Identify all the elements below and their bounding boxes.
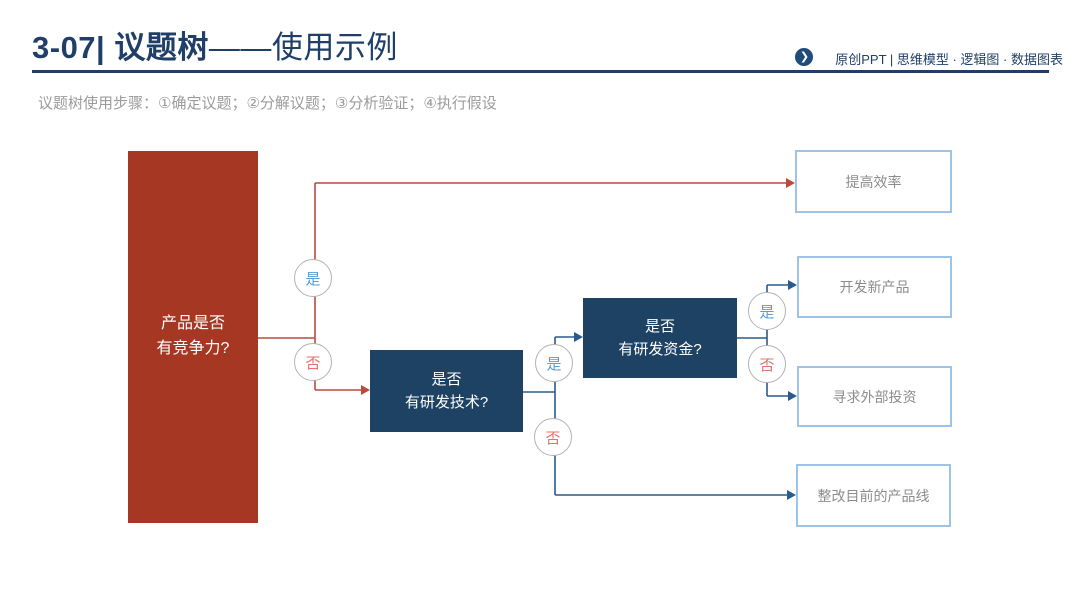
no-label: 否 — [305, 354, 321, 372]
branch-label-no-tech: 否 — [534, 418, 572, 456]
branch-label-yes-fund: 是 — [748, 292, 786, 330]
no-label: 否 — [759, 356, 775, 374]
outcome-seek-external-investment-label: 寻求外部投资 — [832, 388, 917, 405]
page-title: 3-07| 议题树——使用示例 — [32, 22, 398, 67]
brand-text: 原创PPT | 思维模型 · 逻辑图 · 数据图表 — [835, 52, 1063, 67]
root-question-node: 产品是否 有竞争力? — [128, 151, 258, 523]
yes-label: 是 — [759, 303, 775, 321]
branch-label-yes-tech: 是 — [535, 344, 573, 382]
root-question-line2: 有竞争力? — [156, 340, 230, 357]
yes-label: 是 — [546, 355, 562, 373]
decision-fund-line2: 有研发资金? — [618, 341, 702, 358]
outcome-improve-efficiency-label: 提高效率 — [845, 173, 902, 190]
outcome-node-develop-new-product: 开发新产品 — [797, 256, 952, 318]
no-label: 否 — [545, 429, 561, 447]
decision-node-rd-funding: 是否 有研发资金? — [583, 298, 737, 378]
decision-tech-line2: 有研发技术? — [404, 394, 489, 411]
page-title-suffix: ——使用示例 — [208, 30, 398, 65]
title-underline — [32, 70, 1049, 73]
branch-label-no-fund: 否 — [748, 345, 786, 383]
brand-badge: ❯ — [795, 48, 813, 66]
root-question-line1: 产品是否 — [160, 315, 225, 333]
outcome-node-revamp-product-line: 整改目前的产品线 — [796, 464, 951, 527]
page-title-number: 3-07| 议题树 — [32, 30, 209, 65]
yes-label: 是 — [305, 270, 321, 288]
branch-label-yes-root: 是 — [294, 259, 332, 297]
decision-node-rd-technology: 是否 有研发技术? — [370, 350, 523, 432]
decision-fund-line1: 是否 — [644, 317, 675, 335]
usage-steps-caption: 议题树使用步骤：①确定议题；②分解议题；③分析验证；④执行假设 — [38, 95, 497, 112]
chevron-right-icon: ❯ — [799, 50, 810, 63]
outcome-node-seek-external-investment: 寻求外部投资 — [797, 366, 952, 427]
outcome-develop-new-product-label: 开发新产品 — [839, 279, 910, 295]
outcome-revamp-product-line-label: 整改目前的产品线 — [817, 487, 930, 504]
decision-tech-line1: 是否 — [431, 370, 462, 388]
outcome-node-improve-efficiency: 提高效率 — [795, 150, 952, 213]
branch-label-no-root: 否 — [294, 343, 332, 381]
